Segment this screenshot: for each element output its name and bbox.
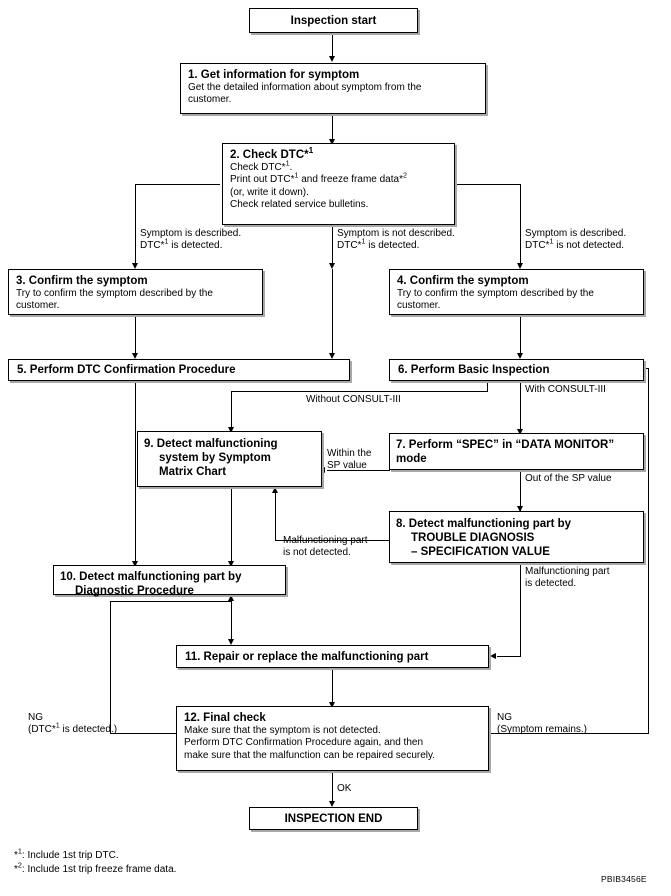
arrowhead-to-node-5: [131, 353, 138, 359]
connector-ng-left-top-horizontal: [110, 601, 232, 602]
node-1-get-information[interactable]: 1. Get information for symptom Get the d…: [180, 63, 486, 114]
arrowhead-branch-mid-down: [328, 263, 335, 269]
arrowhead-to-node-8: [516, 506, 523, 512]
arrowhead-to-node-10: [131, 561, 138, 567]
arrowhead-to-node-2: [328, 139, 335, 145]
arrowhead-to-inspection-end: [328, 801, 335, 807]
node-10-title: 10. Detect malfunctioning part by Diagno…: [60, 571, 242, 597]
arrowhead-to-node-10-from-9: [227, 561, 234, 567]
connector-12-to-end: [332, 771, 333, 804]
figure-id: PBIB3456E: [601, 874, 647, 884]
node-5-title: 5. Perform DTC Confirmation Procedure: [17, 364, 236, 376]
connector-7-to-8: [520, 470, 521, 512]
edge-label-without-consult: Without CONSULT-III: [306, 394, 401, 405]
edge-label-part-not-detected: Malfunctioning part is not detected.: [283, 535, 368, 559]
edge-label-ng-right: NG (Symptom remains.): [497, 712, 588, 736]
edge-label-with-consult: With CONSULT-III: [525, 384, 606, 395]
connector-6-to-7: [520, 381, 521, 433]
arrowhead-to-node-9: [227, 427, 234, 433]
connector-ng-right-horizontal: [489, 733, 649, 734]
node-inspection-end-label: INSPECTION END: [284, 812, 383, 825]
node-6-basic-inspection[interactable]: 6. Perform Basic Inspection: [389, 359, 644, 381]
node-1-body: Get the detailed information about sympt…: [188, 82, 422, 106]
connector-within-sp-horizontal: [327, 470, 390, 471]
arrowhead-branch-mid-to-node-5: [328, 353, 335, 359]
node-6-title: 6. Perform Basic Inspection: [398, 364, 550, 376]
node-12-title: 12. Final check: [184, 712, 266, 724]
node-4-body: Try to confirm the symptom described by …: [397, 288, 594, 312]
arrowhead-to-node-7: [516, 429, 523, 435]
arrowhead-to-node-1: [328, 56, 335, 62]
connector-branch-right-vertical: [520, 184, 521, 266]
arrowhead-to-node-11: [227, 639, 234, 645]
node-8-trouble-diagnosis-spec-value[interactable]: 8. Detect malfunctioning part by TROUBLE…: [389, 511, 644, 563]
connector-1-to-2: [332, 114, 333, 142]
connector-part-not-detected-horizontal: [275, 540, 390, 541]
edge-label-branch-right: Symptom is described.DTC*1 is not detect…: [525, 228, 627, 252]
arrowhead-to-node-11-right: [490, 652, 496, 659]
node-11-title: 11. Repair or replace the malfunctioning…: [185, 650, 429, 663]
connector-branch-left-vertical: [135, 184, 136, 266]
node-inspection-start-label: Inspection start: [290, 14, 377, 27]
connector-2-right-exit: [455, 184, 520, 185]
edge-label-part-detected: Malfunctioning part is detected.: [525, 566, 610, 590]
connector-8-to-11-vertical: [520, 563, 521, 656]
node-3-confirm-symptom[interactable]: 3. Confirm the symptom Try to confirm th…: [8, 269, 263, 315]
node-9-title: 9. Detect malfunctioning system by Sympt…: [144, 438, 278, 478]
edge-label-within-sp-value: Within the SP value: [327, 448, 372, 472]
connector-without-consult-horizontal: [231, 391, 488, 392]
node-inspection-start[interactable]: Inspection start: [249, 8, 418, 33]
arrowhead-ng-left-to-node-10: [227, 595, 234, 601]
connector-ng-left-vertical: [110, 601, 111, 734]
node-9-symptom-matrix-chart[interactable]: 9. Detect malfunctioning system by Sympt…: [137, 431, 322, 487]
edge-label-branch-left: Symptom is described.DTC*1 is detected.: [140, 228, 242, 252]
arrowhead-to-node-4: [516, 263, 523, 269]
edge-label-ok: OK: [337, 783, 352, 794]
edge-label-branch-mid: Symptom is not described.DTC*1 is detect…: [337, 228, 455, 252]
connector-2-left-exit: [135, 184, 220, 185]
connector-11-to-12: [332, 668, 333, 706]
connector-6-without-consult-stem: [487, 381, 488, 391]
node-12-body: Make sure that the symptom is not detect…: [184, 725, 436, 761]
arrowhead-within-sp-to-node-9: [319, 466, 325, 473]
connector-ng-left-horizontal: [110, 733, 180, 734]
footnote-2: *2: Include 1st trip freeze frame data.: [14, 860, 177, 875]
node-11-repair-or-replace[interactable]: 11. Repair or replace the malfunctioning…: [176, 645, 489, 668]
node-2-title: 2. Check DTC*1: [230, 146, 314, 161]
node-12-final-check[interactable]: 12. Final check Make sure that the sympt…: [176, 706, 489, 771]
connector-8-to-11-horizontal: [497, 656, 521, 657]
connector-part-not-detected-up: [275, 493, 276, 541]
node-10-diagnostic-procedure[interactable]: 10. Detect malfunctioning part by Diagno…: [53, 565, 286, 597]
node-2-body: Check DTC*1.Print out DTC*1 and freeze f…: [230, 158, 407, 211]
node-3-body: Try to confirm the symptom described by …: [16, 288, 213, 312]
connector-start-to-1: [332, 33, 333, 59]
node-1-title: 1. Get information for symptom: [188, 69, 360, 81]
connector-10-to-11: [231, 595, 232, 643]
connector-branch-mid-to-5: [332, 269, 333, 357]
connector-ng-right-vertical: [648, 368, 649, 734]
node-3-title: 3. Confirm the symptom: [16, 275, 148, 287]
connector-4-to-6: [520, 315, 521, 357]
arrowhead-to-node-12: [328, 702, 335, 708]
edge-label-ng-left: NG(DTC*1 is detected.): [28, 712, 118, 736]
node-7-title: 7. Perform “SPEC” in “DATA MONITOR” mode: [396, 439, 615, 465]
connector-3-to-5: [135, 315, 136, 357]
connector-branch-mid-vertical: [332, 225, 333, 266]
connector-9-to-10: [231, 487, 232, 565]
node-5-dtc-confirmation-procedure[interactable]: 5. Perform DTC Confirmation Procedure: [8, 359, 350, 381]
arrowhead-to-node-6: [516, 353, 523, 359]
arrowhead-to-node-3: [131, 263, 138, 269]
node-4-confirm-symptom[interactable]: 4. Confirm the symptom Try to confirm th…: [389, 269, 644, 315]
node-8-title: 8. Detect malfunctioning part by TROUBLE…: [396, 518, 572, 558]
footnote-1: *1: Include 1st trip DTC.: [14, 846, 119, 861]
arrowhead-to-node-9-bottom: [271, 487, 278, 493]
node-2-check-dtc[interactable]: 2. Check DTC*1 Check DTC*1.Print out DTC…: [222, 143, 455, 225]
node-inspection-end[interactable]: INSPECTION END: [249, 807, 418, 830]
connector-5-to-10: [135, 381, 136, 565]
connector-without-consult-down: [231, 391, 232, 431]
edge-label-out-of-sp-value: Out of the SP value: [525, 473, 612, 484]
node-7-spec-data-monitor[interactable]: 7. Perform “SPEC” in “DATA MONITOR” mode: [389, 433, 644, 470]
node-4-title: 4. Confirm the symptom: [397, 275, 529, 287]
